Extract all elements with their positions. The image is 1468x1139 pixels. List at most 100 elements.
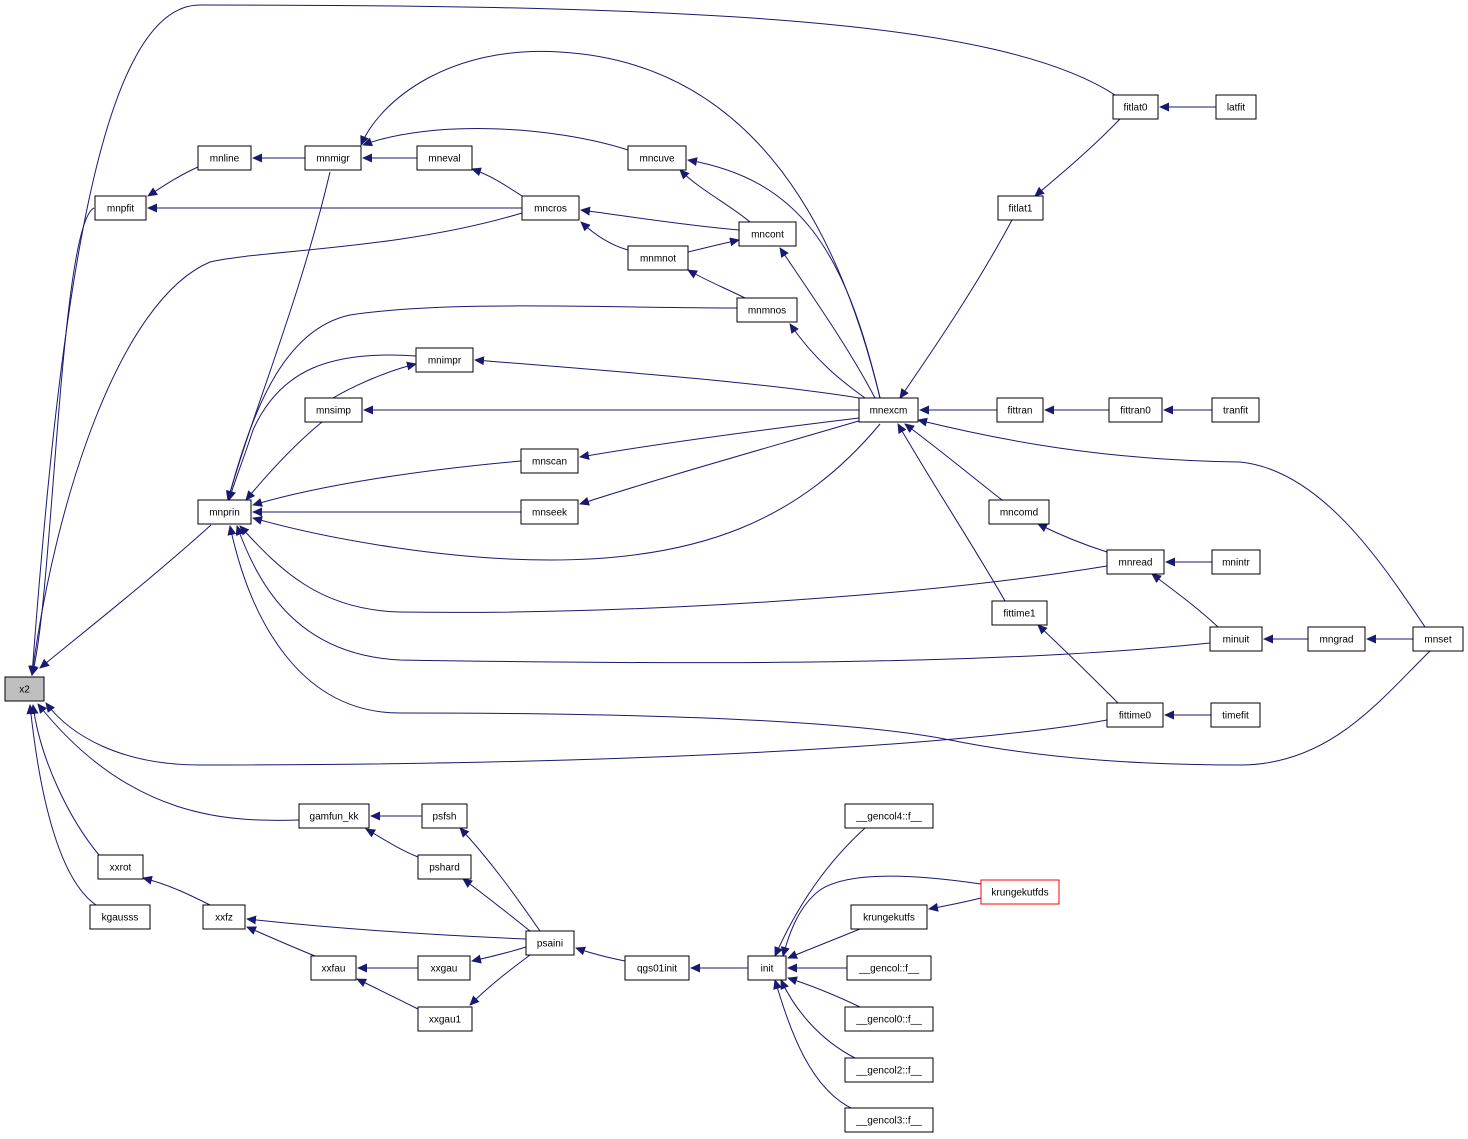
edge-mnexcm-to-mnmigr	[360, 50, 881, 399]
edge-mnset-to-mnprin	[227, 525, 1431, 766]
node-box	[520, 448, 579, 474]
node-gencol4[interactable]: __gencol4::f__	[844, 803, 934, 829]
node-latfit[interactable]: latfit	[1215, 94, 1257, 120]
node-minuit[interactable]: minuit	[1209, 626, 1263, 652]
edge-psaini-to-xxfz	[246, 915, 527, 940]
node-mnintr[interactable]: mnintr	[1211, 549, 1261, 575]
node-x2[interactable]: x2	[4, 676, 45, 702]
edge-mnmnot-to-mncont	[687, 237, 740, 253]
node-mnscan[interactable]: mnscan	[520, 448, 579, 474]
node-xxfz[interactable]: xxfz	[202, 904, 246, 930]
edge-xxfz-to-xxrot	[142, 875, 211, 906]
node-psaini[interactable]: psaini	[525, 930, 575, 956]
node-xxgau[interactable]: xxgau	[417, 955, 471, 981]
node-box	[417, 1006, 473, 1032]
node-timefit[interactable]: timefit	[1210, 702, 1261, 728]
node-fitlat0[interactable]: fitlat0	[1112, 94, 1159, 120]
node-fittime1[interactable]: fittime1	[991, 600, 1048, 626]
node-box	[1106, 702, 1164, 728]
node-mnprin[interactable]: mnprin	[197, 499, 252, 525]
node-gamfun_kk[interactable]: gamfun_kk	[298, 803, 370, 829]
node-mnimpr[interactable]: mnimpr	[415, 347, 474, 373]
node-mngrad[interactable]: mngrad	[1307, 626, 1366, 652]
node-xxrot[interactable]: xxrot	[97, 854, 144, 880]
node-box	[97, 854, 144, 880]
node-box	[4, 676, 45, 702]
node-box	[415, 347, 474, 373]
node-mnexcm[interactable]: mnexcm	[858, 397, 919, 423]
node-gencol3[interactable]: __gencol3::f__	[844, 1107, 934, 1133]
edge-xxrot-to-x2	[29, 704, 100, 856]
node-label: x2	[19, 685, 30, 696]
node-mnread[interactable]: mnread	[1106, 549, 1165, 575]
node-box	[298, 803, 370, 829]
edge-mnimpr-to-mnprin	[227, 354, 417, 501]
edge-krungekutfds-to-init	[780, 875, 982, 957]
edge-gamfun_kk-to-x2	[37, 703, 300, 821]
node-fitlat1[interactable]: fitlat1	[997, 195, 1044, 221]
node-fittran0[interactable]: fittran0	[1108, 397, 1163, 423]
node-label: fittran	[1007, 406, 1032, 417]
node-box	[844, 1006, 934, 1032]
edge-pshard-to-gamfun_kk	[365, 828, 419, 858]
edge-mnline-to-mnpfit	[147, 166, 199, 197]
edge-minuit-to-mnread	[1151, 573, 1219, 628]
node-mneval[interactable]: mneval	[416, 145, 473, 171]
node-fittime0[interactable]: fittime0	[1106, 702, 1164, 728]
edge-kgausss-to-x2	[26, 704, 97, 906]
node-box	[850, 904, 928, 930]
node-mnmigr[interactable]: mnmigr	[304, 145, 362, 171]
node-gencol2[interactable]: __gencol2::f__	[844, 1057, 934, 1083]
node-krungekutfs[interactable]: krungekutfs	[850, 904, 928, 930]
node-label: xxrot	[110, 863, 132, 874]
node-box	[1106, 549, 1165, 575]
node-gencol[interactable]: __gencol::f__	[846, 955, 932, 981]
node-label: mnimpr	[428, 356, 462, 367]
node-mnseek[interactable]: mnseek	[520, 499, 579, 525]
node-mncomd[interactable]: mncomd	[988, 499, 1050, 525]
node-mnset[interactable]: mnset	[1412, 626, 1464, 652]
node-box	[416, 145, 473, 171]
node-mnmnot[interactable]: mnmnot	[627, 245, 689, 271]
node-box	[304, 397, 363, 423]
node-label: xxfz	[215, 913, 233, 924]
node-box	[846, 955, 932, 981]
node-box	[310, 955, 357, 981]
node-box	[89, 904, 151, 930]
node-label: mnmnos	[748, 306, 786, 317]
node-pshard[interactable]: pshard	[417, 854, 472, 880]
edge-mnexcm-to-mncont	[779, 247, 876, 399]
node-mncont[interactable]: mncont	[738, 221, 797, 247]
node-label: kgausss	[102, 913, 139, 924]
node-mnline[interactable]: mnline	[197, 145, 252, 171]
node-gencol0[interactable]: __gencol0::f__	[844, 1006, 934, 1032]
node-qgs01init[interactable]: qgs01init	[624, 955, 690, 981]
node-label: xxgau	[431, 964, 458, 975]
edge-fitlat0-to-x2	[28, 4, 1116, 676]
node-label: fitlat0	[1124, 103, 1148, 114]
node-label: mnintr	[1222, 558, 1250, 569]
node-label: timefit	[1222, 711, 1249, 722]
node-box	[1209, 626, 1263, 652]
edge-mnmnot-to-mncros	[580, 221, 629, 251]
node-box	[858, 397, 919, 423]
edge-gencol4-to-init	[774, 827, 866, 957]
node-mncros[interactable]: mncros	[521, 195, 580, 221]
node-label: __gencol0::f__	[855, 1015, 922, 1026]
node-mnmnos[interactable]: mnmnos	[736, 297, 798, 323]
node-init[interactable]: init	[747, 955, 787, 981]
edge-xxfau-to-xxfz	[246, 926, 316, 957]
node-box	[624, 955, 690, 981]
node-mnsimp[interactable]: mnsimp	[304, 397, 363, 423]
node-krungekutfds[interactable]: krungekutfds	[980, 879, 1060, 905]
node-psfsh[interactable]: psfsh	[421, 803, 468, 829]
node-tranfit[interactable]: tranfit	[1211, 397, 1260, 423]
node-label: mncomd	[1000, 508, 1038, 519]
node-box	[627, 245, 689, 271]
node-xxfau[interactable]: xxfau	[310, 955, 357, 981]
node-mncuve[interactable]: mncuve	[627, 145, 687, 171]
node-kgausss[interactable]: kgausss	[89, 904, 151, 930]
node-fittran[interactable]: fittran	[996, 397, 1044, 423]
node-mnpfit[interactable]: mnpfit	[94, 195, 147, 221]
node-xxgau1[interactable]: xxgau1	[417, 1006, 473, 1032]
